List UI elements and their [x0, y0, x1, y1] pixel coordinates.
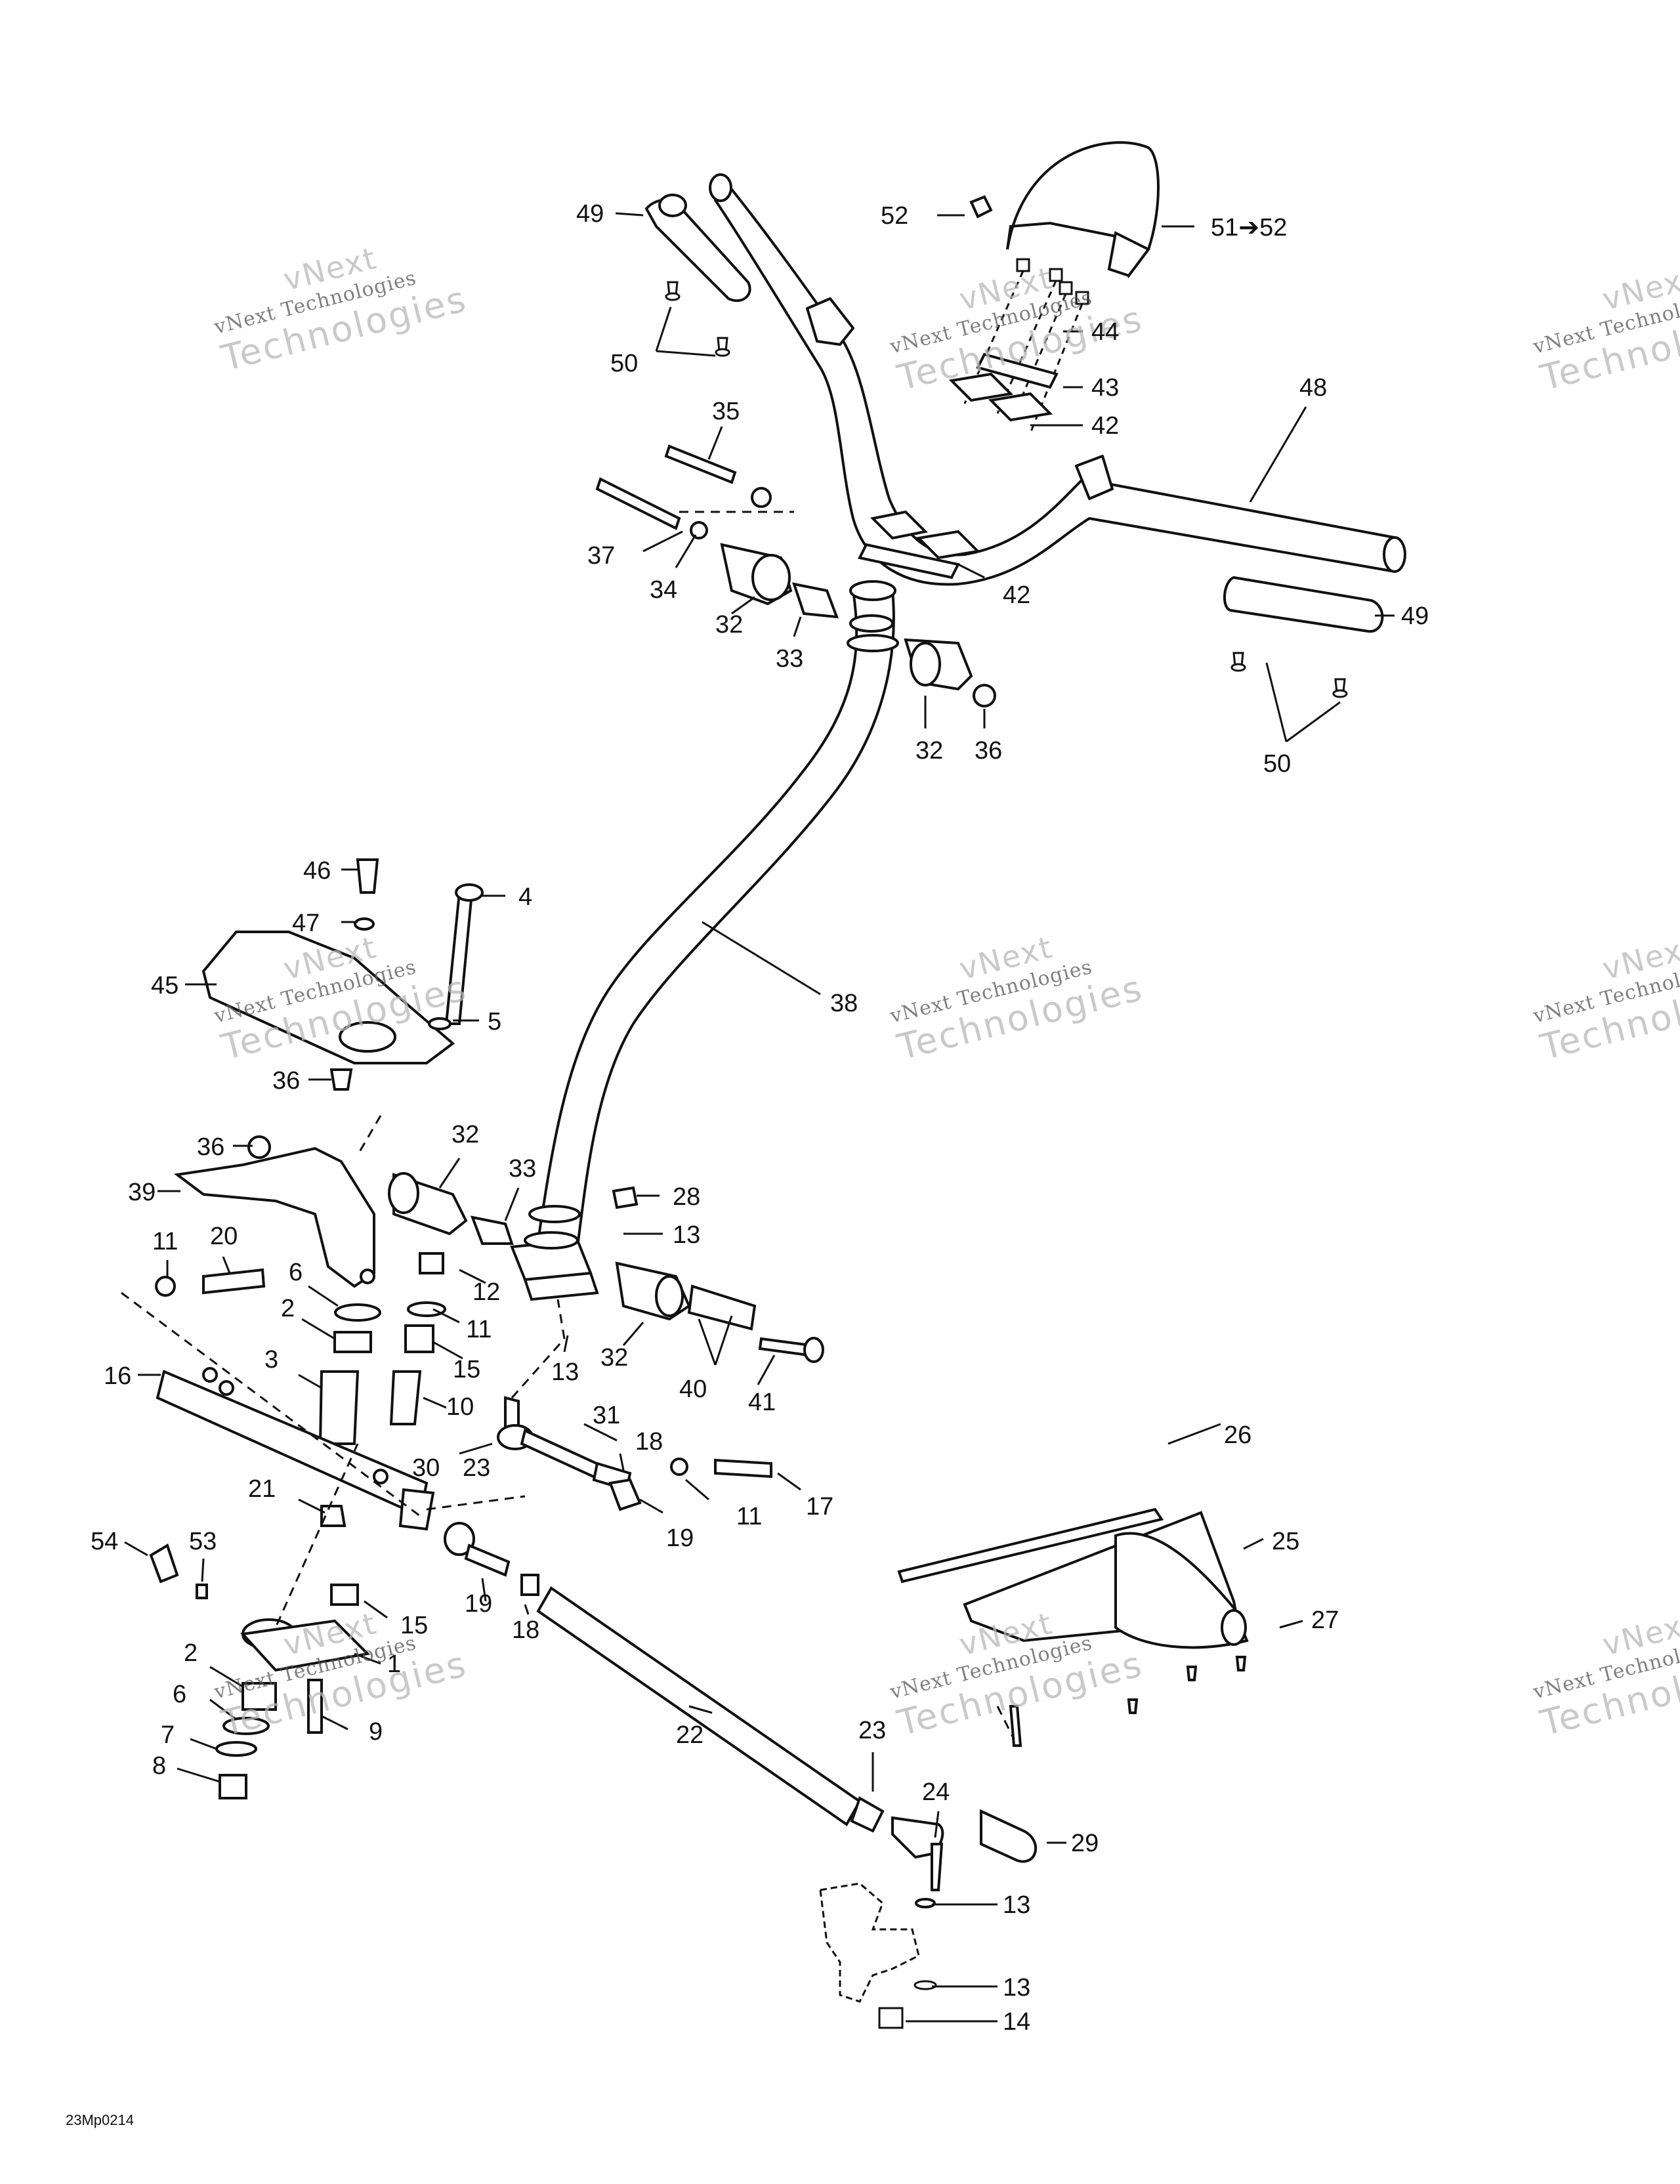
upper-bracket — [201, 858, 484, 1091]
callout-47: 47 — [292, 910, 320, 937]
callout-50: 50 — [1263, 750, 1292, 778]
callout-48: 48 — [1299, 374, 1328, 402]
callout-32: 32 — [915, 737, 944, 765]
lower-pivot — [149, 1544, 371, 1799]
callout-52: 52 — [881, 202, 909, 230]
callout-2: 2 — [184, 1639, 198, 1667]
callout-26: 26 — [1224, 1421, 1252, 1449]
callout-17: 17 — [806, 1493, 834, 1521]
lower-bracket — [173, 1135, 375, 1288]
callout-11: 11 — [736, 1503, 763, 1530]
grip-right — [1223, 576, 1384, 633]
callout-51-52: 51➔52 — [1211, 214, 1288, 242]
callout-8: 8 — [152, 1752, 167, 1780]
assembly-lines — [121, 511, 1015, 1740]
callout-16: 16 — [104, 1362, 132, 1390]
callout-21: 21 — [248, 1475, 276, 1503]
spindle-hardware — [878, 1980, 937, 2029]
callout-53: 53 — [189, 1528, 217, 1555]
callout-41: 41 — [748, 1389, 776, 1416]
callout-32: 32 — [600, 1344, 629, 1372]
grip-left — [644, 194, 751, 303]
callout-44: 44 — [1091, 318, 1120, 346]
callout-7: 7 — [161, 1721, 175, 1749]
callout-33: 33 — [509, 1155, 537, 1183]
callout-37: 37 — [587, 542, 616, 570]
callout-25: 25 — [1272, 1528, 1300, 1555]
callout-6: 6 — [173, 1681, 187, 1708]
callout-31: 31 — [593, 1402, 621, 1429]
callout-9: 9 — [369, 1718, 383, 1746]
diagram-id: 23Mp0214 — [66, 2112, 134, 2128]
callout-10: 10 — [446, 1393, 474, 1421]
callout-18: 18 — [635, 1428, 663, 1456]
callout-42: 42 — [1003, 581, 1031, 609]
callout-4: 4 — [518, 883, 533, 911]
callout-40: 40 — [679, 1376, 707, 1403]
callout-36: 36 — [272, 1067, 301, 1095]
callout-2: 2 — [281, 1295, 295, 1322]
callout-28: 28 — [673, 1183, 701, 1211]
grip-screws — [665, 281, 1348, 698]
callout-18: 18 — [512, 1616, 540, 1644]
callout-32: 32 — [715, 611, 744, 639]
callout-36: 36 — [197, 1133, 225, 1161]
callout-46: 46 — [303, 857, 331, 885]
callout-54: 54 — [91, 1528, 119, 1555]
callout-6: 6 — [289, 1259, 303, 1286]
callout-42: 42 — [1091, 412, 1120, 440]
callout-13: 13 — [551, 1358, 579, 1386]
callout-11: 11 — [466, 1316, 492, 1343]
steering-column — [510, 580, 899, 1301]
left-stack — [155, 1252, 446, 1531]
callout-12: 12 — [472, 1278, 501, 1306]
callout-22: 22 — [676, 1721, 704, 1749]
callout-49: 49 — [1401, 602, 1429, 630]
callout-33: 33 — [776, 645, 804, 673]
callout-34: 34 — [650, 576, 678, 604]
callout-5: 5 — [488, 1008, 502, 1036]
callout-30: 30 — [412, 1454, 440, 1482]
callout-20: 20 — [210, 1223, 238, 1250]
callout-19: 19 — [666, 1524, 694, 1552]
callout-23: 23 — [463, 1454, 491, 1482]
callout-13: 13 — [1003, 1974, 1031, 2002]
callout-15: 15 — [400, 1612, 429, 1639]
callout-35: 35 — [712, 398, 740, 425]
callout-43: 43 — [1091, 374, 1120, 402]
callout-14: 14 — [1003, 2008, 1031, 2036]
tie-rods — [444, 1396, 1037, 1908]
steering-boot — [897, 1507, 1249, 1747]
mid-bushings — [388, 1172, 824, 1363]
callout-13: 13 — [1003, 1891, 1031, 1919]
callout-15: 15 — [453, 1356, 481, 1383]
callout-11: 11 — [152, 1228, 178, 1255]
callout-3: 3 — [264, 1346, 279, 1374]
callout-19: 19 — [465, 1590, 493, 1618]
callout-38: 38 — [830, 990, 858, 1017]
callout-23: 23 — [858, 1717, 887, 1744]
callout-27: 27 — [1311, 1606, 1339, 1634]
callout-1: 1 — [387, 1650, 402, 1678]
callout-49: 49 — [576, 200, 604, 228]
leader-lines — [124, 212, 1395, 2023]
callout-50: 50 — [610, 350, 639, 377]
callout-24: 24 — [922, 1778, 950, 1806]
handlebar-cover — [969, 141, 1160, 279]
callout-32: 32 — [452, 1121, 480, 1148]
upper-clamps — [858, 352, 1059, 579]
handlebar — [709, 173, 1406, 586]
callout-45: 45 — [151, 972, 179, 999]
callout-13: 13 — [673, 1221, 701, 1249]
callout-39: 39 — [128, 1179, 156, 1206]
callout-36: 36 — [975, 737, 1003, 765]
spindle-outline — [819, 1882, 920, 2003]
callout-29: 29 — [1071, 1830, 1099, 1857]
upper-bushings — [595, 444, 996, 707]
